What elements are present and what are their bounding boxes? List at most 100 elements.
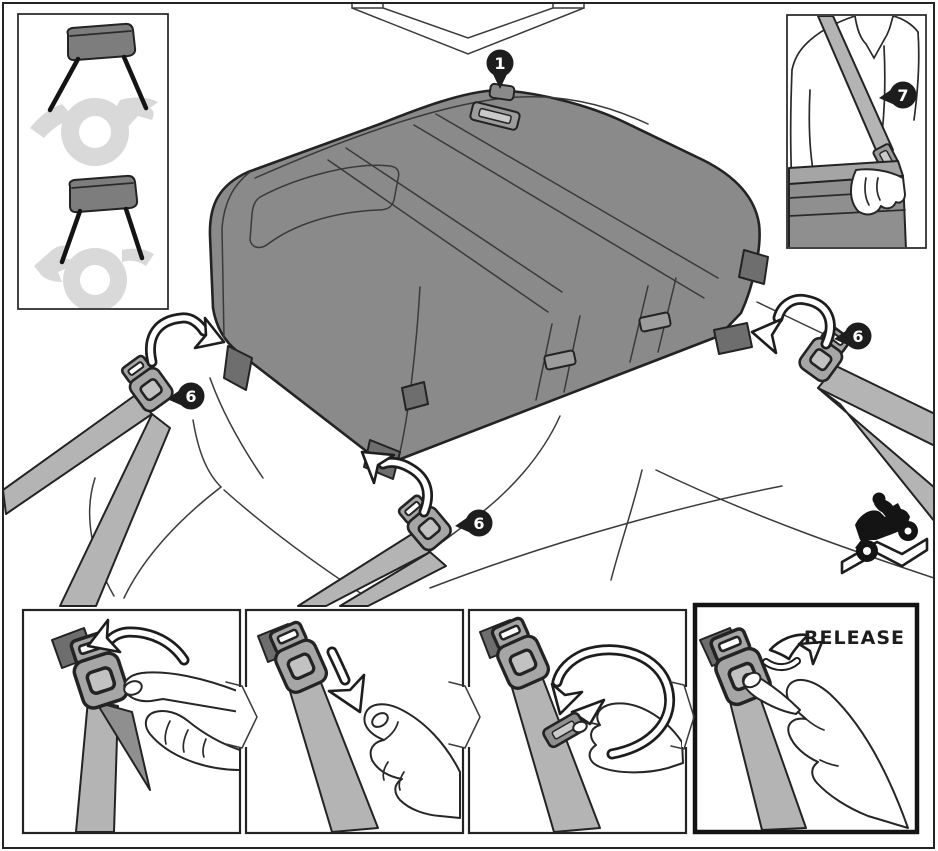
connector-gap <box>682 687 691 747</box>
callout-tail <box>492 72 508 89</box>
strap-right-2 <box>123 206 145 261</box>
callout-number: 6 <box>473 514 484 533</box>
bag-cross-section-2 <box>68 174 139 214</box>
bag-lid-curve <box>254 96 649 179</box>
carry-inset: 7 <box>786 14 927 249</box>
strap-left-2 <box>59 208 83 265</box>
bag-left-ridge <box>221 171 251 339</box>
sequence-chevron-icon <box>670 681 695 750</box>
fingernail <box>572 720 588 734</box>
step-panels: RELEASE <box>21 602 920 835</box>
callout-badge <box>889 81 917 109</box>
callout-6-left: 6 <box>167 382 205 410</box>
door-line <box>610 469 643 581</box>
strap <box>339 551 447 607</box>
bag-body <box>208 88 761 464</box>
rider-logo-icon <box>840 492 929 575</box>
pull-arrow-icon <box>326 646 366 714</box>
buckle <box>120 354 174 413</box>
callout-number: 1 <box>494 54 505 73</box>
step-2-pull <box>257 620 461 832</box>
bag-top-tab <box>488 82 516 102</box>
ghost-tire-hub-2 <box>80 265 110 295</box>
roof-rail-line <box>756 301 829 337</box>
callout-badge <box>844 322 872 350</box>
beltline-curve <box>429 485 783 589</box>
direction-chevron-icon <box>351 4 585 55</box>
ghost-tire-hub <box>79 116 111 148</box>
ghost-fender-right <box>122 248 154 266</box>
hand <box>123 671 239 771</box>
connector-gap <box>459 687 473 747</box>
callout-number: 6 <box>185 387 196 406</box>
strap <box>817 365 934 447</box>
strap-group-right: 6 <box>750 293 934 523</box>
thumbnail <box>742 671 762 689</box>
wheel-hub <box>904 527 912 535</box>
callout-6-right: 6 <box>834 322 872 350</box>
sequence-chevron-icon <box>448 681 481 749</box>
callout-badge <box>177 382 205 410</box>
ghost-fender-left <box>30 104 74 138</box>
windshield-left-line <box>123 486 222 599</box>
strap-group-left: 6 <box>4 312 226 607</box>
wheel-hub <box>863 547 871 555</box>
anchor-tab-mid <box>401 381 429 411</box>
bag-front-edge <box>398 286 421 457</box>
hook-arrow-icon <box>86 618 190 666</box>
step-4-release: RELEASE <box>699 627 909 830</box>
bag-cross-ridge-2 <box>71 182 134 189</box>
strap <box>59 413 171 607</box>
bag-strap-band-1 <box>413 113 719 299</box>
release-label: RELEASE <box>804 627 905 649</box>
bag-top-buckle <box>469 101 521 131</box>
buckle <box>268 620 329 694</box>
connector-gap <box>236 687 250 747</box>
straps <box>297 533 447 607</box>
callout-number: 7 <box>897 86 908 105</box>
hook-arrow-icon <box>360 450 433 518</box>
buckle <box>69 631 130 710</box>
rotate-arrow-icon <box>550 644 675 760</box>
roof-left-line <box>209 377 264 479</box>
strap-flap <box>768 633 810 661</box>
strap-flag <box>95 701 151 791</box>
anchor-tab-right-lower <box>713 322 753 355</box>
strap <box>817 387 934 523</box>
strap-group-center: 6 <box>297 450 493 607</box>
hook-arrow-icon <box>145 312 226 368</box>
anchor-tab-right-upper <box>738 249 769 285</box>
bag-strap-band-2 <box>327 147 563 313</box>
hand <box>741 671 909 829</box>
rack-clamp-inset <box>17 13 169 310</box>
bag-pocket-outline <box>249 164 400 249</box>
strap-right <box>121 54 149 111</box>
logo-ramp <box>840 537 929 575</box>
fender-line <box>88 477 115 597</box>
person-outline <box>789 16 920 216</box>
straps <box>4 395 171 607</box>
sequence-chevron-icon <box>225 681 258 749</box>
anchor-tab-left <box>223 345 253 391</box>
release-arrow-icon <box>762 640 824 672</box>
strap-left <box>47 56 81 113</box>
callout-1-bag: 1 <box>486 49 514 89</box>
bag-cross-ridge <box>69 30 132 37</box>
ghost-arrow-left-icon <box>34 245 74 282</box>
step-3-wind <box>479 616 684 832</box>
step-1-hook <box>51 618 239 832</box>
chevron-inner <box>382 4 554 39</box>
buckle <box>490 616 551 690</box>
callout-7-carry: 7 <box>879 81 917 109</box>
panel-connectors <box>225 681 695 750</box>
rider-silhouette <box>855 492 918 562</box>
callout-6-center: 6 <box>455 509 493 537</box>
callout-number: 6 <box>852 327 863 346</box>
thumbnail <box>371 712 389 728</box>
roof-right-line <box>655 469 934 579</box>
chevron-outer <box>351 4 585 55</box>
bag-cross-section <box>66 22 137 62</box>
